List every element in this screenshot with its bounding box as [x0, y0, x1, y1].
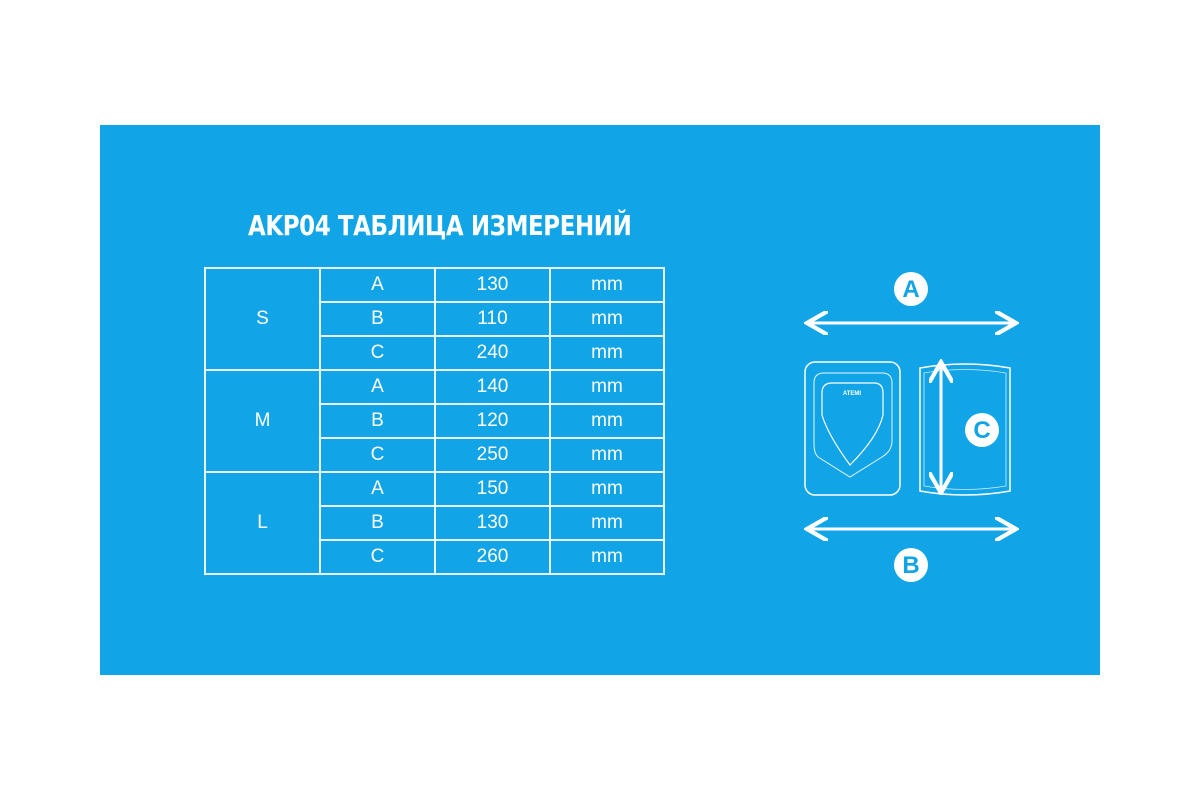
- dimension-c-group: C: [925, 355, 999, 495]
- table-row: C 250 mm: [205, 437, 665, 473]
- table-row: S A 130 mm: [204, 267, 665, 371]
- size-cell: L: [204, 471, 321, 575]
- label-c-circle: [965, 413, 999, 447]
- label-a-circle: [894, 272, 928, 306]
- unit-cell: mm: [549, 369, 665, 405]
- size-table: S A 130 mm B 110 mm C 240 mm M A 140 mm: [204, 267, 665, 575]
- unit-cell: mm: [549, 335, 665, 371]
- pad-front-outline: [804, 361, 901, 496]
- label-b-badge: B: [894, 548, 928, 582]
- unit-cell: mm: [549, 471, 665, 507]
- dimension-cell: A: [319, 267, 436, 303]
- table-row: B 110 mm: [205, 301, 665, 337]
- label-c-text: C: [973, 417, 990, 444]
- dimension-cell: A: [319, 471, 436, 507]
- dimension-cell: B: [319, 403, 436, 439]
- label-a-badge: A: [894, 272, 928, 306]
- dimension-cell: A: [319, 369, 436, 405]
- value-cell: 130: [434, 267, 551, 303]
- table-row: L A 150 mm: [204, 471, 665, 575]
- unit-cell: mm: [549, 437, 665, 473]
- table-row: M A 140 mm: [204, 369, 665, 473]
- value-cell: 150: [434, 471, 551, 507]
- dimension-cell: C: [319, 335, 436, 371]
- unit-cell: mm: [549, 301, 665, 337]
- table-row: C 260 mm: [205, 539, 665, 575]
- size-cell: M: [204, 369, 321, 473]
- label-b-circle: [894, 548, 928, 582]
- pad-front-inner: [813, 372, 893, 478]
- value-cell: 110: [434, 301, 551, 337]
- page-title: AKP04 ТАБЛИЦА ИЗМЕРЕНИЙ: [248, 209, 632, 242]
- table-row: C 240 mm: [205, 335, 665, 371]
- measurement-banner: AKP04 ТАБЛИЦА ИЗМЕРЕНИЙ S A 130 mm B 110…: [100, 125, 1100, 675]
- unit-cell: mm: [549, 539, 665, 575]
- value-cell: 260: [434, 539, 551, 575]
- value-cell: 140: [434, 369, 551, 405]
- value-cell: 130: [434, 505, 551, 541]
- value-cell: 240: [434, 335, 551, 371]
- pad-front: ATEMI: [804, 361, 901, 496]
- unit-cell: mm: [549, 267, 665, 303]
- dimension-cell: C: [319, 437, 436, 473]
- table-row: B 120 mm: [205, 403, 665, 439]
- unit-cell: mm: [549, 403, 665, 439]
- dimension-cell: B: [319, 301, 436, 337]
- value-cell: 120: [434, 403, 551, 439]
- unit-cell: mm: [549, 505, 665, 541]
- label-b-text: B: [902, 552, 919, 579]
- pad-logo: ATEMI: [843, 391, 862, 397]
- value-cell: 250: [434, 437, 551, 473]
- dimension-cell: C: [319, 539, 436, 575]
- table-row: B 130 mm: [205, 505, 665, 541]
- dimension-cell: B: [319, 505, 436, 541]
- knee-pad-diagram: A ATEMI B: [700, 272, 1030, 582]
- size-cell: S: [204, 267, 321, 371]
- pad-front-shield: [821, 382, 884, 466]
- label-a-text: A: [902, 276, 919, 303]
